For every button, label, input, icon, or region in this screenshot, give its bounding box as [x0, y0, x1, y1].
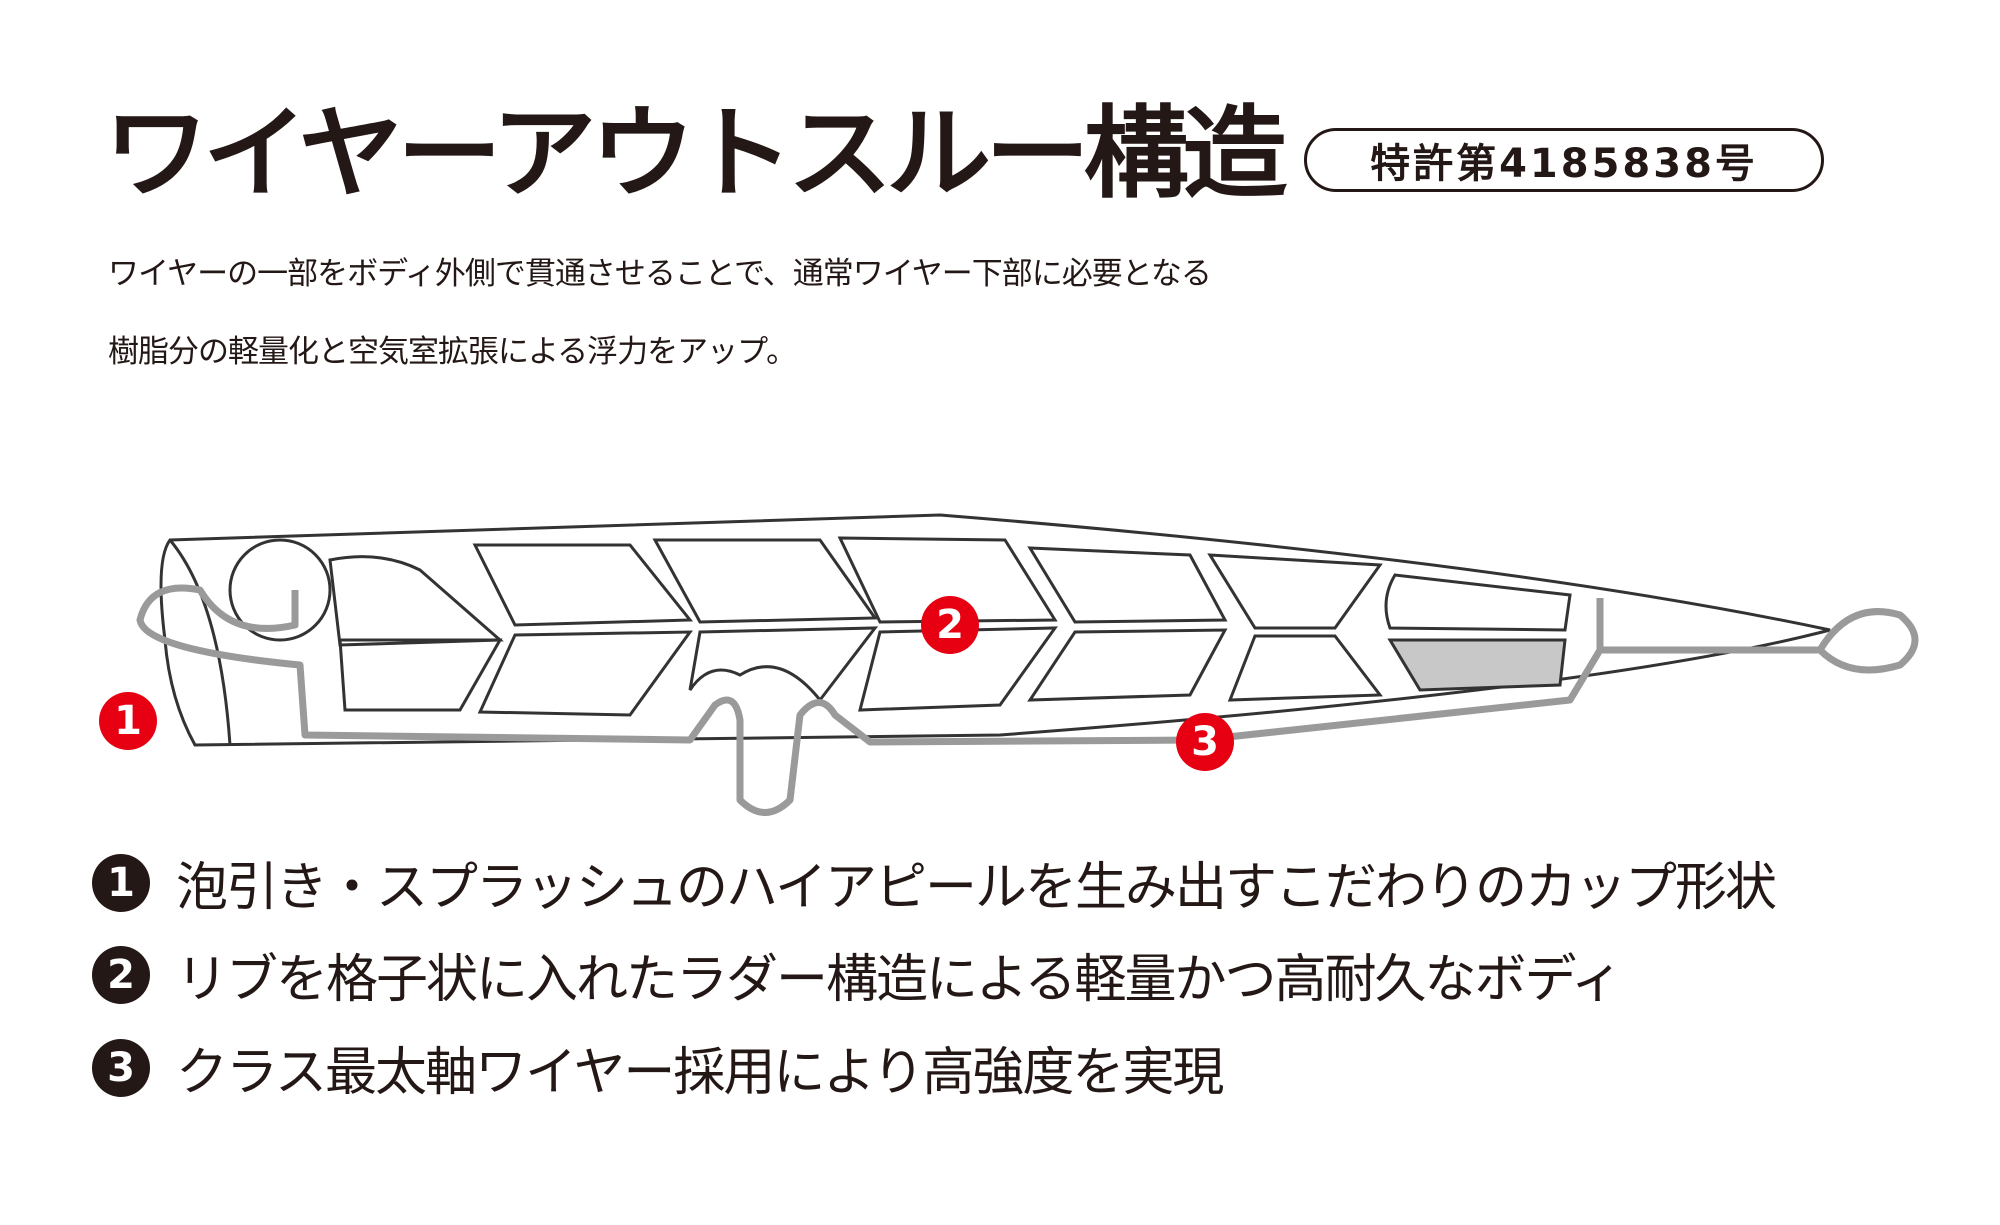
marker-1: 1 — [99, 692, 157, 750]
feature-text: リブを格子状に入れたラダー構造による軽量かつ高耐久なボディ — [176, 950, 1623, 1010]
page-title: ワイヤーアウトスルー構造 — [104, 95, 1287, 212]
marker-2: 2 — [921, 596, 979, 654]
feature-text: 泡引き・スプラッシュのハイアピールを生み出すこだわりのカップ形状 — [176, 858, 1777, 918]
feature-text: クラス最太軸ワイヤー採用により高強度を実現 — [176, 1043, 1224, 1103]
lure-body-outline — [159, 513, 1831, 747]
marker-3: 3 — [1176, 713, 1234, 771]
patent-badge: 特許第4185838号 — [1304, 128, 1824, 192]
description-line-1: ワイヤーの一部をボディ外側で貫通させることで、通常ワイヤー下部に必要となる — [108, 256, 1212, 292]
feature-item-2: 2 リブを格子状に入れたラダー構造による軽量かつ高耐久なボディ — [92, 937, 1623, 1012]
wire — [136, 584, 1919, 816]
feature-item-1: 1 泡引き・スプラッシュのハイアピールを生み出すこだわりのカップ形状 — [92, 845, 1777, 920]
description-line-2: 樹脂分の軽量化と空気室拡張による浮力をアップ。 — [108, 334, 797, 370]
feature-number: 2 — [92, 945, 150, 1004]
feature-number: 1 — [92, 853, 150, 912]
feature-item-3: 3 クラス最太軸ワイヤー採用により高強度を実現 — [92, 1030, 1224, 1105]
feature-number: 3 — [92, 1038, 150, 1097]
cup-outline — [168, 539, 232, 746]
